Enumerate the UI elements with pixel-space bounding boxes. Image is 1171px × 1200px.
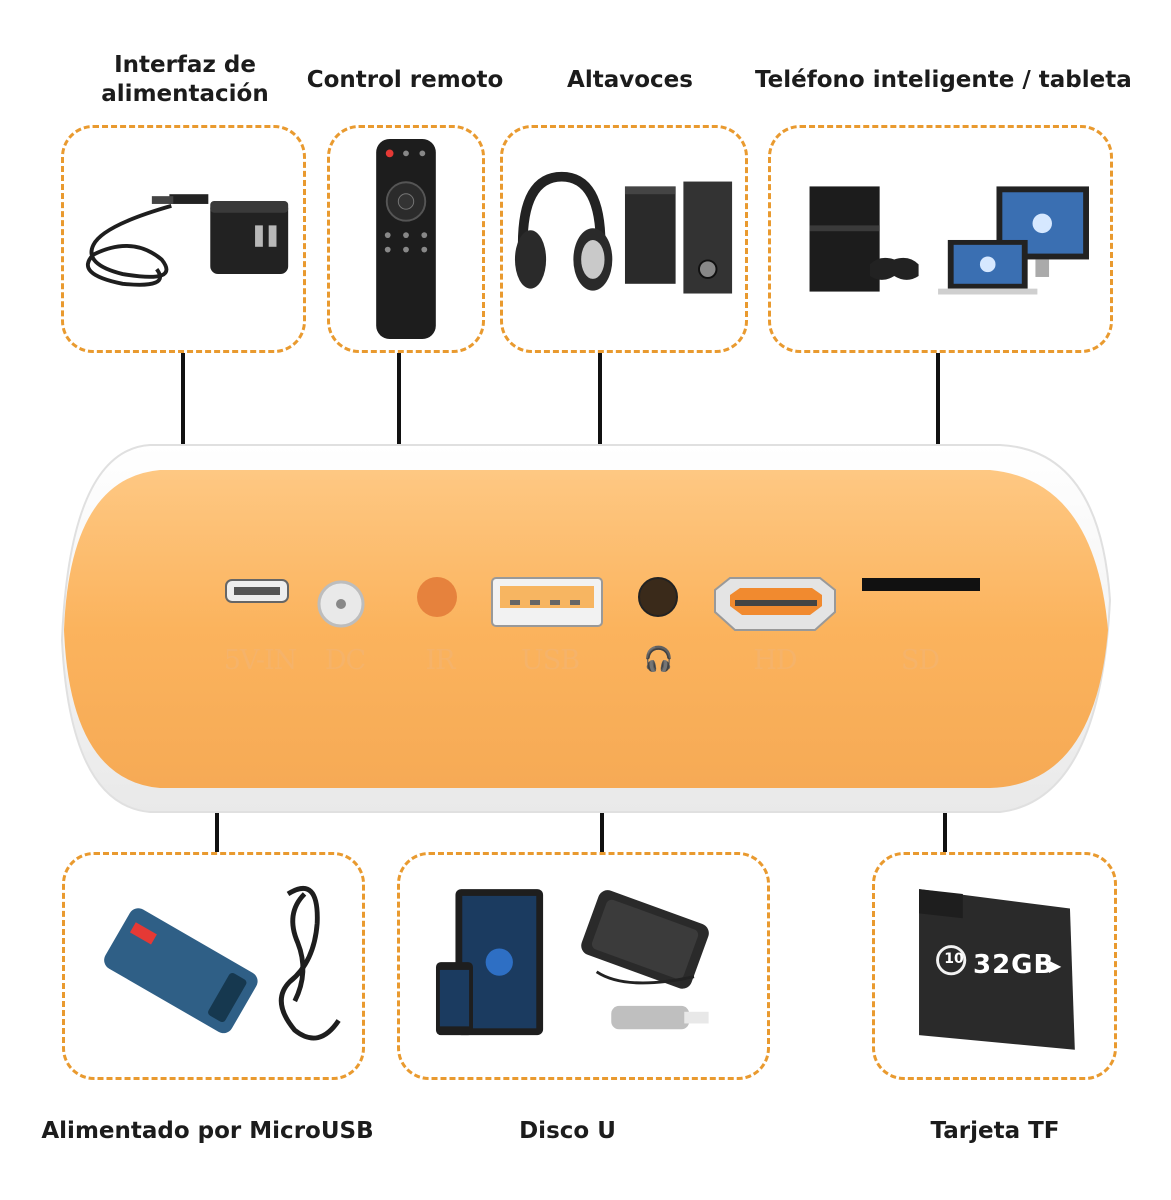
label-u-disk: Disco U [519, 1118, 616, 1144]
power-adapter-icon [86, 194, 289, 287]
sd-slot [862, 578, 980, 591]
box-smartphone-tablet [768, 125, 1113, 353]
label-speakers: Altavoces [567, 67, 693, 93]
port-label-micro-usb: 5V-IN [223, 645, 298, 676]
box-power-interface [61, 125, 306, 353]
port-label-hd: HD [753, 645, 797, 676]
ir-sensor [417, 577, 457, 617]
port-label-dc: DC [324, 645, 366, 676]
label-smartphone-tablet: Teléfono inteligente / tableta [755, 67, 1132, 93]
box-tf-card: 10 32GB ▶ [872, 852, 1117, 1080]
power-bank-cable-icon [104, 886, 341, 1041]
sd-card-class-label: 10 [944, 951, 964, 967]
port-label-headphone: 🎧 [643, 645, 674, 673]
speakers-headphones-icon [514, 171, 733, 294]
port-label-usb: USB [520, 645, 580, 676]
console-and-monitors-icon [809, 186, 1089, 295]
port-label-sd: SD [900, 645, 940, 676]
box-u-disk [397, 852, 770, 1080]
box-microusb-power [62, 852, 365, 1080]
hdmi-port [714, 577, 836, 631]
tablet-hdd-usbstick-icon [435, 889, 709, 1036]
sd-card-arrow-icon: ▶ [1049, 956, 1062, 975]
port-label-ir: IR [425, 645, 456, 676]
box-speakers [500, 125, 748, 353]
microsd-card-icon [919, 889, 1075, 1050]
box-remote-control [327, 125, 485, 353]
headphone-jack [638, 577, 678, 617]
label-microusb-power: Alimentado por MicroUSB [41, 1118, 374, 1144]
label-power-interface: Interfaz de alimentación [101, 52, 269, 107]
usb-port [491, 577, 603, 627]
remote-control-icon [376, 138, 436, 340]
label-tf-card: Tarjeta TF [930, 1118, 1060, 1144]
micro-usb-port [225, 579, 289, 603]
dc-port [317, 580, 365, 628]
sd-card-capacity-label: 32GB [973, 950, 1055, 980]
label-remote-control: Control remoto [306, 67, 504, 93]
